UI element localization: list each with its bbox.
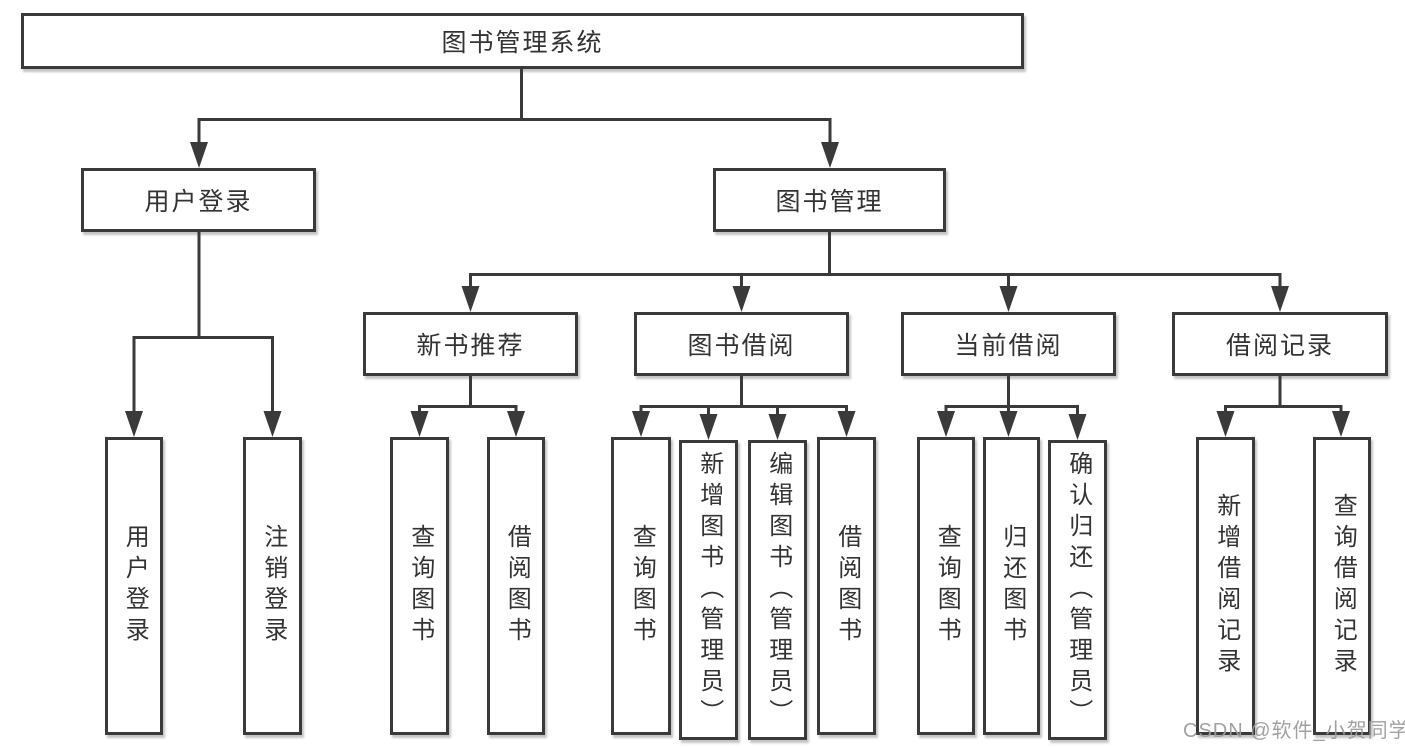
node-borrow-records: 借阅记录 bbox=[1172, 312, 1388, 376]
node-bb-edit-books-admin: 编辑图书（管理员） bbox=[748, 440, 807, 740]
connector-book-management-to-level3 bbox=[461, 232, 1289, 312]
node-book-management: 图书管理 bbox=[713, 168, 946, 232]
arrowhead-down-icon bbox=[125, 411, 143, 437]
node-leaf-logout: 注销登录 bbox=[243, 437, 302, 735]
arrowhead-down-icon bbox=[821, 142, 839, 168]
node-cb-confirm-return-admin: 确认归还（管理员） bbox=[1048, 440, 1107, 740]
node-br-query-record: 查询借阅记录 bbox=[1313, 437, 1371, 735]
arrowhead-down-icon bbox=[507, 411, 525, 437]
csdn-watermark: CSDN @软件_小贺同学 bbox=[1183, 720, 1405, 742]
node-bb-add-books-admin: 新增图书（管理员） bbox=[679, 440, 738, 740]
arrowhead-down-icon bbox=[410, 411, 429, 437]
node-cb-return-books: 归还图书 bbox=[983, 437, 1040, 735]
node-cb-query-books: 查询图书 bbox=[917, 437, 975, 735]
arrowhead-down-icon bbox=[768, 414, 787, 440]
arrowhead-down-icon bbox=[1332, 411, 1350, 437]
arrowhead-down-icon bbox=[1068, 414, 1087, 440]
arrowhead-down-icon bbox=[1216, 411, 1235, 437]
arrowhead-down-icon bbox=[732, 286, 751, 312]
arrowhead-down-icon bbox=[461, 286, 480, 312]
node-bb-borrow-books: 借阅图书 bbox=[817, 437, 876, 735]
arrowhead-down-icon bbox=[263, 411, 282, 437]
node-current-borrowing: 当前借阅 bbox=[901, 312, 1116, 376]
connector-new-book-recommend-to-leaves bbox=[410, 376, 525, 437]
connector-borrow-records-to-leaves bbox=[1216, 376, 1350, 437]
node-root: 图书管理系统 bbox=[21, 13, 1024, 69]
arrowhead-down-icon bbox=[190, 142, 208, 168]
arrowhead-down-icon bbox=[699, 414, 718, 440]
node-book-borrowing: 图书借阅 bbox=[634, 312, 849, 376]
connector-root-to-level2 bbox=[190, 69, 839, 168]
arrowhead-down-icon bbox=[1271, 286, 1289, 312]
arrowhead-down-icon bbox=[999, 411, 1018, 437]
node-nb-query-books: 查询图书 bbox=[390, 437, 449, 735]
node-bb-query-books: 查询图书 bbox=[611, 437, 671, 735]
node-nb-borrow-books: 借阅图书 bbox=[487, 437, 545, 735]
arrowhead-down-icon bbox=[937, 411, 955, 437]
node-leaf-user-login: 用户登录 bbox=[105, 437, 163, 735]
arrowhead-down-icon bbox=[999, 286, 1018, 312]
node-new-book-recommend: 新书推荐 bbox=[363, 312, 578, 376]
connector-book-borrowing-to-leaves bbox=[632, 376, 856, 440]
node-user-login: 用户登录 bbox=[81, 168, 316, 232]
arrowhead-down-icon bbox=[837, 411, 856, 437]
connector-current-borrowing-to-leaves bbox=[937, 376, 1087, 440]
connector-user-login-to-leaves bbox=[125, 232, 282, 437]
arrowhead-down-icon bbox=[632, 411, 650, 437]
node-br-add-record: 新增借阅记录 bbox=[1196, 437, 1255, 735]
